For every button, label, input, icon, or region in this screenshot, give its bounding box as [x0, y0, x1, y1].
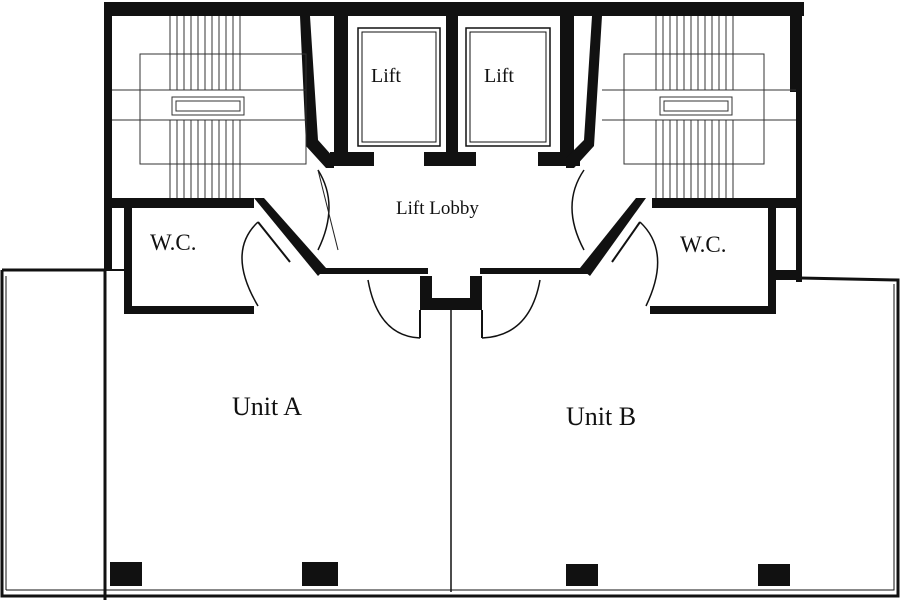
core-walls: [104, 2, 804, 314]
lift-car-left: [357, 27, 441, 147]
column: [566, 564, 598, 586]
lift-right-label: Lift: [484, 65, 514, 87]
unit-a-label: Unit A: [232, 392, 302, 421]
unit-outline: [0, 268, 900, 600]
lift-lobby-label: Lift Lobby: [396, 198, 479, 219]
column: [758, 564, 790, 586]
doors: [241, 169, 659, 339]
wc-left-label: W.C.: [150, 230, 196, 255]
column: [302, 562, 338, 586]
column: [110, 562, 142, 586]
lift-left-label: Lift: [371, 65, 401, 87]
columns: [110, 562, 790, 586]
stair-left: [112, 16, 307, 198]
unit-b-label: Unit B: [566, 402, 636, 431]
stair-right: [602, 16, 796, 198]
lift-car-right: [465, 27, 551, 147]
wc-right-label: W.C.: [680, 232, 726, 257]
